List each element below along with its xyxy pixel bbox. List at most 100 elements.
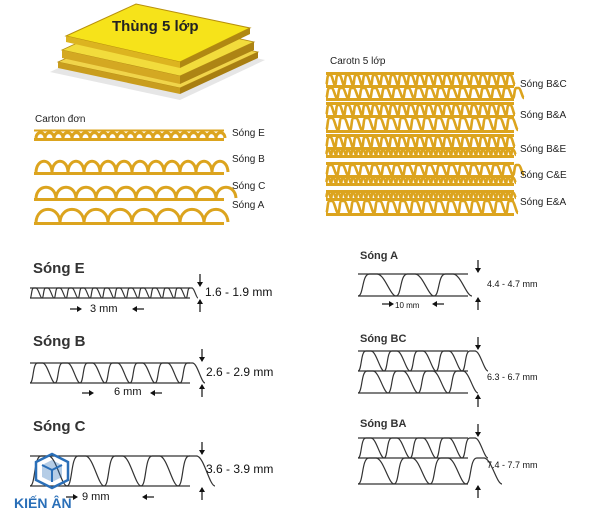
thickness-arrows <box>475 337 481 407</box>
liner-2 <box>326 183 514 186</box>
arrow-left-head <box>432 301 437 307</box>
liner-2 <box>326 98 514 101</box>
pitch-arrows <box>382 301 444 307</box>
single-wall-strip-0 <box>34 129 227 141</box>
profile-ba-title: Sóng BA <box>360 418 407 430</box>
flute-upper <box>357 437 489 459</box>
arrow-up-head <box>199 487 205 492</box>
profile-b-diagram <box>29 349 206 397</box>
profile-e-pitch: 3 mm <box>90 303 118 315</box>
profile-lines <box>357 437 503 485</box>
arrow-down-head <box>475 345 481 350</box>
arrow-down-head <box>199 450 205 455</box>
thickness-arrows <box>475 424 481 498</box>
single-wall-heading: Carton đơn <box>35 114 86 125</box>
five-layer-strip-3 <box>324 162 525 186</box>
arrow-up-head <box>475 394 481 399</box>
arrow-down-head <box>475 268 481 273</box>
flute <box>357 273 473 297</box>
five-layer-flute-strips <box>324 72 525 216</box>
arrow-right-head <box>389 301 394 307</box>
profile-e-thickness: 1.6 - 1.9 mm <box>205 285 273 299</box>
header-card-title: Thùng 5 lớp <box>112 18 199 35</box>
profile-a-diagram <box>357 260 481 310</box>
thickness-arrows <box>475 260 481 310</box>
liner-0 <box>326 134 514 137</box>
single-wall-strip-3 <box>34 207 230 225</box>
liner-2 <box>326 130 514 133</box>
flute-wave <box>34 159 230 173</box>
flute-upper <box>357 350 489 372</box>
arrow-up-head <box>197 299 203 304</box>
profile-e-title: Sóng E <box>33 260 85 277</box>
arrow-down-head <box>197 282 203 287</box>
five-layer-label-ce: Sóng C&E <box>520 170 567 181</box>
five-layer-label-ea: Sóng E&A <box>520 197 567 208</box>
flute-wave <box>34 185 238 199</box>
profile-c-pitch: 9 mm <box>82 491 110 503</box>
flute-lower <box>357 370 479 394</box>
single-wall-label-b: Sóng B <box>232 154 265 165</box>
liner-2 <box>326 155 514 158</box>
profile-e-diagram <box>29 274 203 312</box>
flute <box>29 362 206 384</box>
five-layer-strip-4 <box>324 190 520 216</box>
profile-lines <box>29 287 199 299</box>
five-layer-strip-0 <box>324 72 525 101</box>
kien-an-logo-icon <box>34 452 70 490</box>
profile-ba-thickness: 7.4 - 7.7 mm <box>487 460 538 470</box>
single-wall-label-c: Sóng C <box>232 181 266 192</box>
profile-lines <box>357 350 489 394</box>
profile-c-thickness: 3.6 - 3.9 mm <box>206 462 274 476</box>
five-layer-strip-1 <box>324 102 520 133</box>
profile-b-pitch: 6 mm <box>114 386 142 398</box>
arrow-up-head <box>199 384 205 389</box>
arrow-right-head <box>77 306 82 312</box>
profile-a-thickness: 4.4 - 4.7 mm <box>487 279 538 289</box>
five-layer-heading: Carotn 5 lớp <box>330 56 386 67</box>
pitch-arrows <box>70 306 144 312</box>
flute-upper <box>324 135 517 149</box>
pitch-arrows <box>66 494 154 500</box>
flute-upper <box>324 163 525 177</box>
five-layer-label-ba: Sóng B&A <box>520 110 567 121</box>
liner-1 <box>326 147 514 150</box>
profile-bc-thickness: 6.3 - 6.7 mm <box>487 372 538 382</box>
liner-0 <box>326 72 514 75</box>
arrow-up-head <box>475 485 481 490</box>
liner-1 <box>326 85 514 88</box>
liner-1 <box>326 198 514 201</box>
flute-lower <box>324 199 520 215</box>
profile-a-pitch: 10 mm <box>395 301 420 310</box>
flute-wave <box>34 131 227 139</box>
arrow-up-head <box>475 297 481 302</box>
arrow-left-head <box>150 390 155 396</box>
liner-0 <box>326 190 514 193</box>
arrow-left-head <box>142 494 147 500</box>
five-layer-board-illustration <box>50 3 265 100</box>
flute <box>29 455 216 487</box>
profile-ba-diagram <box>357 424 503 498</box>
profile-b-thickness: 2.6 - 2.9 mm <box>206 365 274 379</box>
five-layer-strip-2 <box>324 134 518 158</box>
flute-lower <box>324 148 518 157</box>
profile-lines <box>29 362 206 384</box>
profile-b-title: Sóng B <box>33 333 86 350</box>
flute-lower <box>357 457 503 485</box>
profile-bc-diagram <box>357 337 489 407</box>
thickness-arrows <box>197 274 203 312</box>
profile-bc-title: Sóng BC <box>360 333 407 345</box>
liner-1 <box>326 175 514 178</box>
liner-0 <box>326 102 514 105</box>
arrow-left-head <box>132 306 137 312</box>
logo-text: KIẾN ÂN <box>14 495 72 511</box>
flute-lower <box>324 86 525 100</box>
profile-lines <box>357 273 473 297</box>
thickness-arrows <box>199 442 205 500</box>
flute-upper <box>324 103 517 117</box>
flute <box>29 287 199 299</box>
liner-1 <box>326 115 514 118</box>
flute-lower <box>324 176 518 185</box>
profile-c-title: Sóng C <box>33 418 86 435</box>
pitch-arrows <box>82 390 162 396</box>
